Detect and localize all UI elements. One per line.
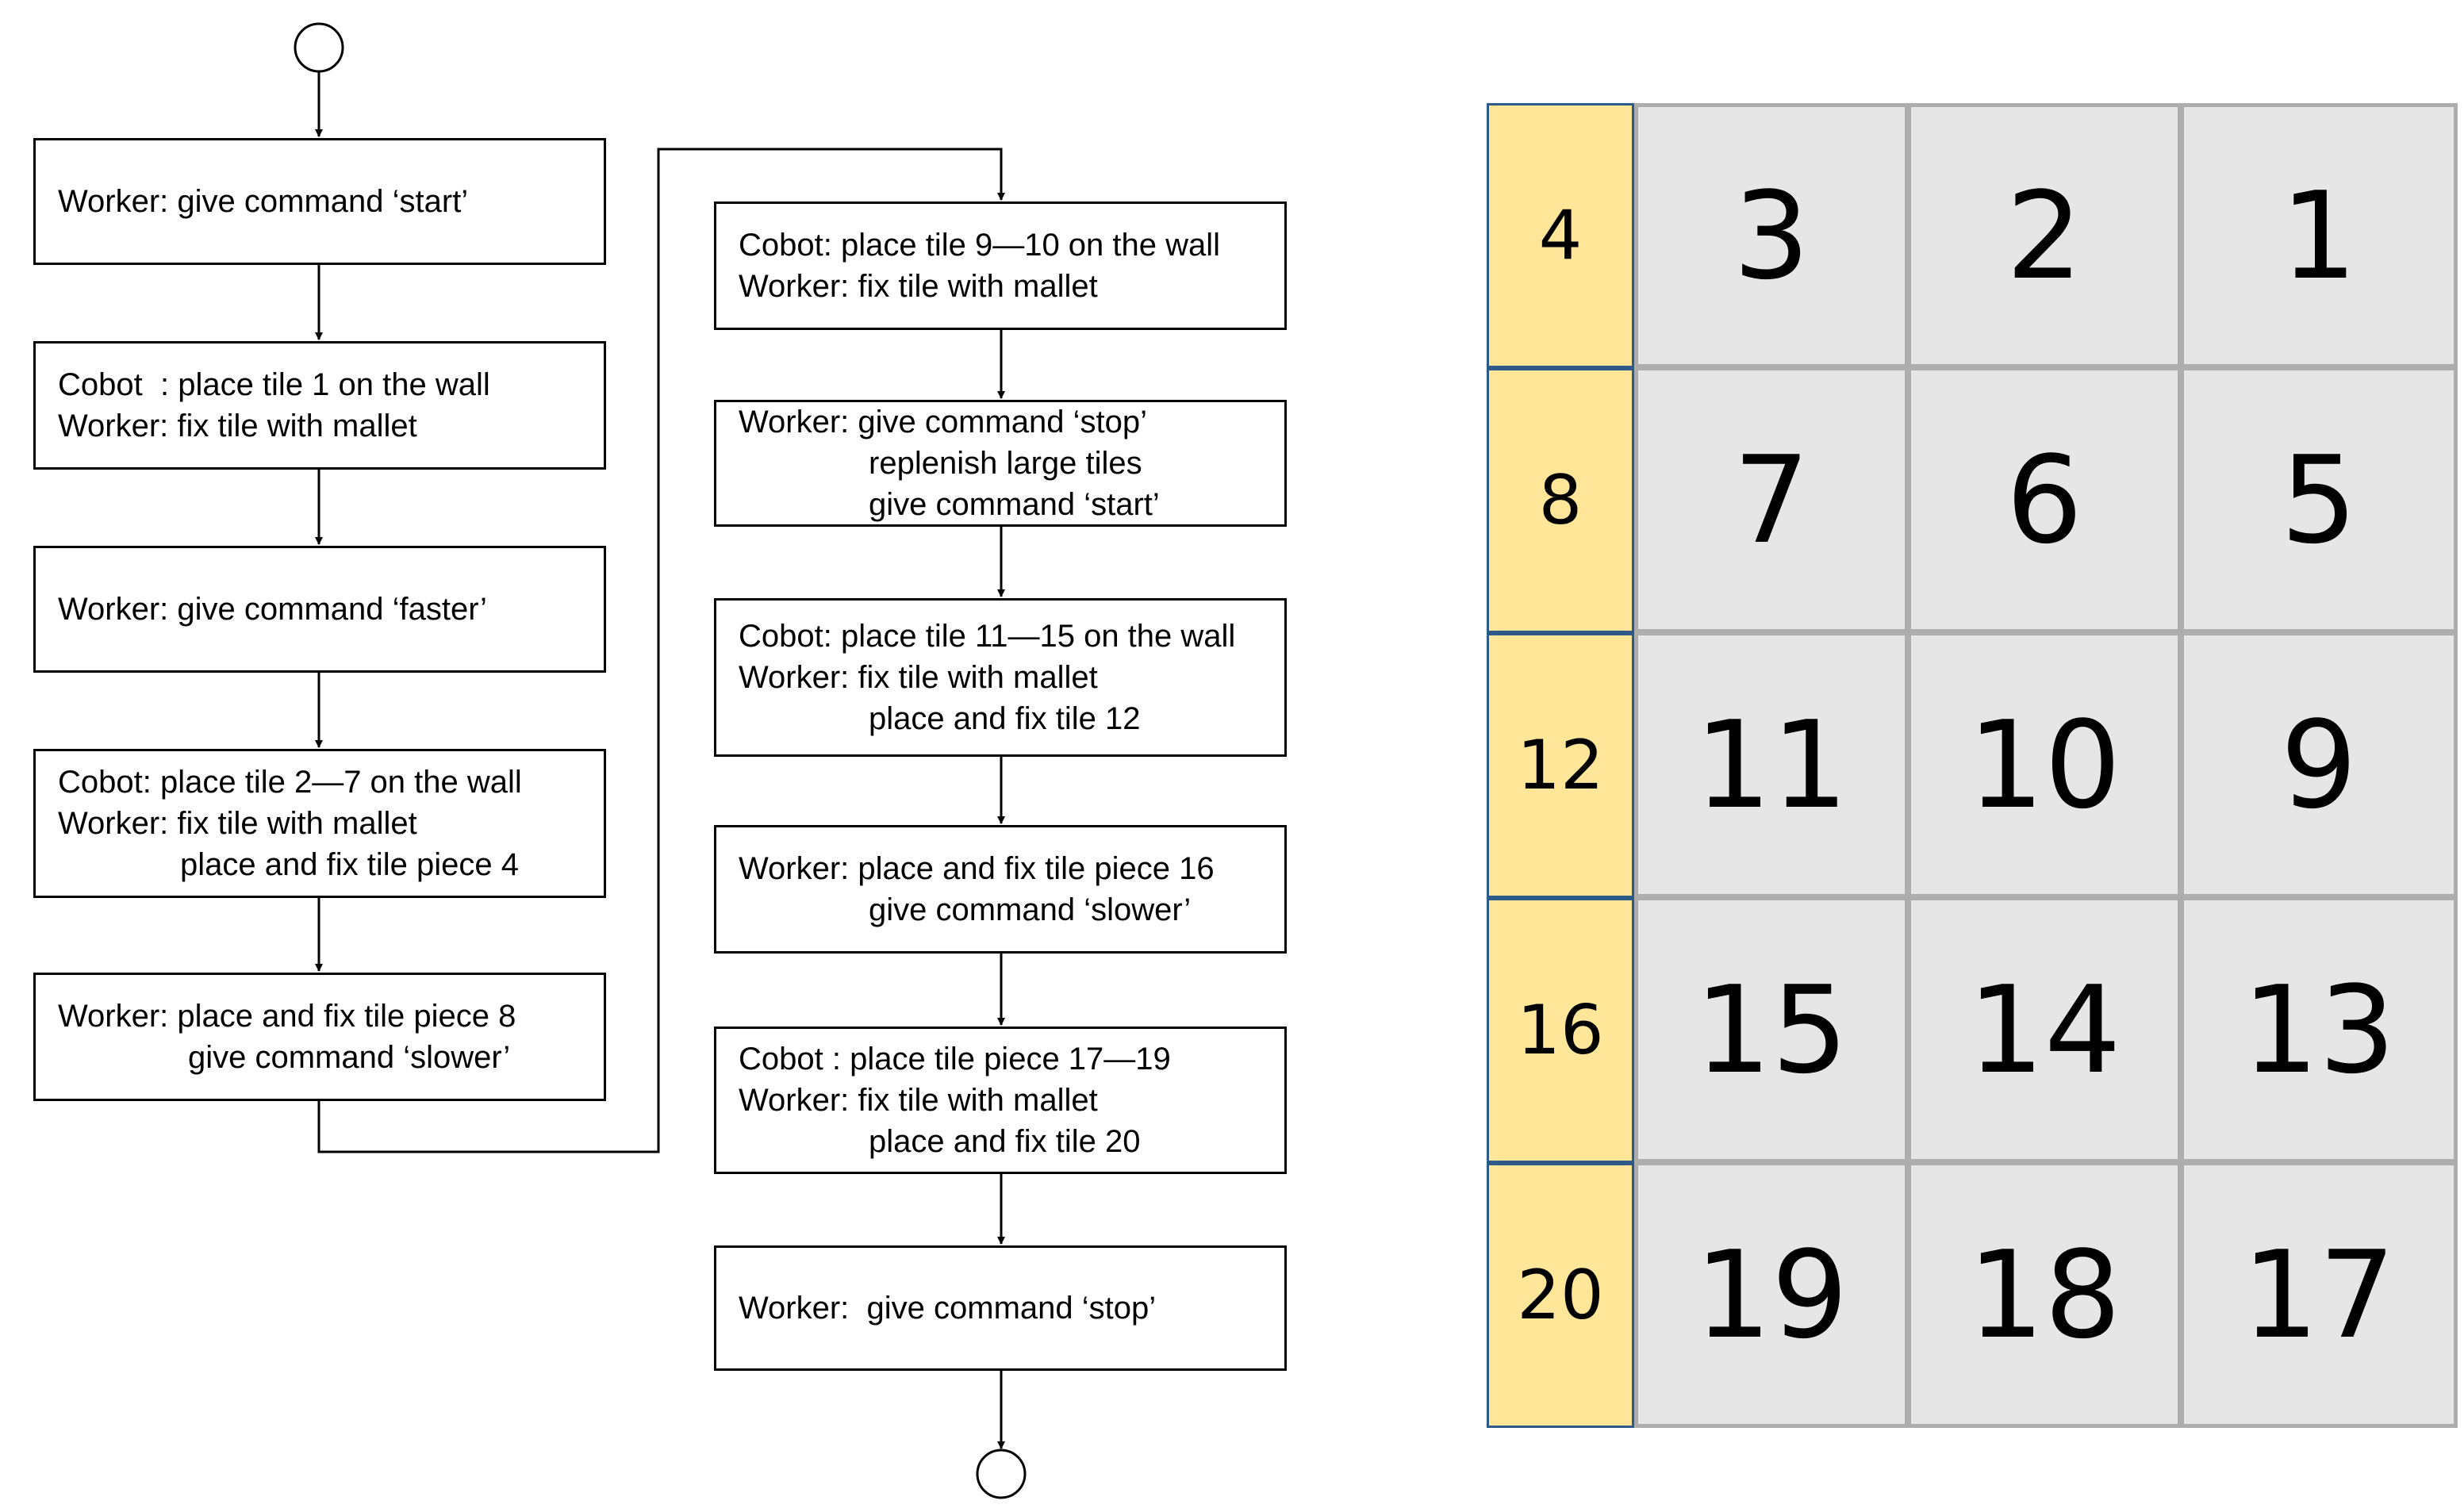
step-text: replenish large tiles bbox=[869, 446, 1142, 481]
side-tile: 4 bbox=[1487, 103, 1634, 368]
step-text: give command ‘slower’ bbox=[188, 1040, 511, 1075]
flow-step-1: Worker: give command ‘start’ bbox=[33, 138, 606, 265]
tile-cell: 5 bbox=[2180, 366, 2458, 633]
tile-cell: 11 bbox=[1634, 631, 1909, 898]
tile-cell: 18 bbox=[1907, 1161, 2182, 1428]
step-text: Cobot: place tile 2—7 on the wall bbox=[58, 765, 522, 800]
tile-cell: 15 bbox=[1634, 896, 1909, 1163]
side-tile: 20 bbox=[1487, 1163, 1634, 1428]
step-text: Cobot: place tile 11—15 on the wall bbox=[739, 619, 1236, 654]
side-tile: 8 bbox=[1487, 368, 1634, 633]
tile-grid: 4 8 12 16 20 3 2 1 7 6 5 11 10 9 15 14 1… bbox=[1487, 103, 2458, 1428]
step-text: Worker: fix tile with mallet bbox=[739, 1083, 1098, 1118]
step-text: Worker: give command ‘start’ bbox=[58, 184, 469, 219]
step-text: Worker: fix tile with mallet bbox=[739, 660, 1098, 695]
step-text: give command ‘slower’ bbox=[869, 892, 1192, 927]
flow-step-2: Cobot : place tile 1 on the wall Worker:… bbox=[33, 341, 606, 470]
tile-cell: 14 bbox=[1907, 896, 2182, 1163]
step-text: Worker: place and fix tile piece 16 bbox=[739, 851, 1215, 886]
step-text: place and fix tile piece 4 bbox=[180, 847, 519, 882]
flow-step-5: Worker: place and fix tile piece 8 give … bbox=[33, 973, 606, 1101]
step-text: give command ‘start’ bbox=[869, 487, 1160, 522]
end-node bbox=[976, 1449, 1027, 1499]
step-text: place and fix tile 20 bbox=[869, 1124, 1141, 1159]
tile-cell: 3 bbox=[1634, 103, 1909, 368]
tile-cell: 1 bbox=[2180, 103, 2458, 368]
step-text: Worker: give command ‘stop’ bbox=[739, 405, 1147, 439]
step-text: Worker: fix tile with mallet bbox=[58, 806, 417, 841]
tile-cell: 7 bbox=[1634, 366, 1909, 633]
step-text: Cobot: place tile 9—10 on the wall bbox=[739, 228, 1221, 263]
tile-cell: 10 bbox=[1907, 631, 2182, 898]
side-tile: 16 bbox=[1487, 898, 1634, 1163]
tile-cell: 19 bbox=[1634, 1161, 1909, 1428]
step-text: Worker: give command ‘faster’ bbox=[58, 592, 487, 627]
flow-step-11: Worker: give command ‘stop’ bbox=[714, 1245, 1287, 1371]
step-text: Worker: fix tile with mallet bbox=[58, 409, 417, 443]
start-node bbox=[294, 22, 344, 73]
flow-step-3: Worker: give command ‘faster’ bbox=[33, 546, 606, 673]
tile-cell: 9 bbox=[2180, 631, 2458, 898]
flow-step-4: Cobot: place tile 2—7 on the wall Worker… bbox=[33, 749, 606, 898]
tile-cell: 17 bbox=[2180, 1161, 2458, 1428]
flow-step-8: Cobot: place tile 11—15 on the wall Work… bbox=[714, 598, 1287, 757]
tile-cell: 6 bbox=[1907, 366, 2182, 633]
step-text: Worker: give command ‘stop’ bbox=[739, 1291, 1157, 1326]
flow-step-7: Worker: give command ‘stop’ replenish la… bbox=[714, 400, 1287, 527]
step-text: Cobot : place tile piece 17—19 bbox=[739, 1042, 1171, 1076]
column-connector bbox=[317, 148, 1005, 1153]
step-text: Worker: place and fix tile piece 8 bbox=[58, 999, 516, 1034]
step-text: Worker: fix tile with mallet bbox=[739, 269, 1098, 304]
flow-step-10: Cobot : place tile piece 17—19 Worker: f… bbox=[714, 1027, 1287, 1174]
tile-cell: 13 bbox=[2180, 896, 2458, 1163]
side-tile: 12 bbox=[1487, 633, 1634, 898]
flow-step-6: Cobot: place tile 9—10 on the wall Worke… bbox=[714, 201, 1287, 330]
step-text: place and fix tile 12 bbox=[869, 701, 1141, 736]
step-text: Cobot : place tile 1 on the wall bbox=[58, 367, 490, 402]
tile-cell: 2 bbox=[1907, 103, 2182, 368]
flow-step-9: Worker: place and fix tile piece 16 give… bbox=[714, 825, 1287, 954]
